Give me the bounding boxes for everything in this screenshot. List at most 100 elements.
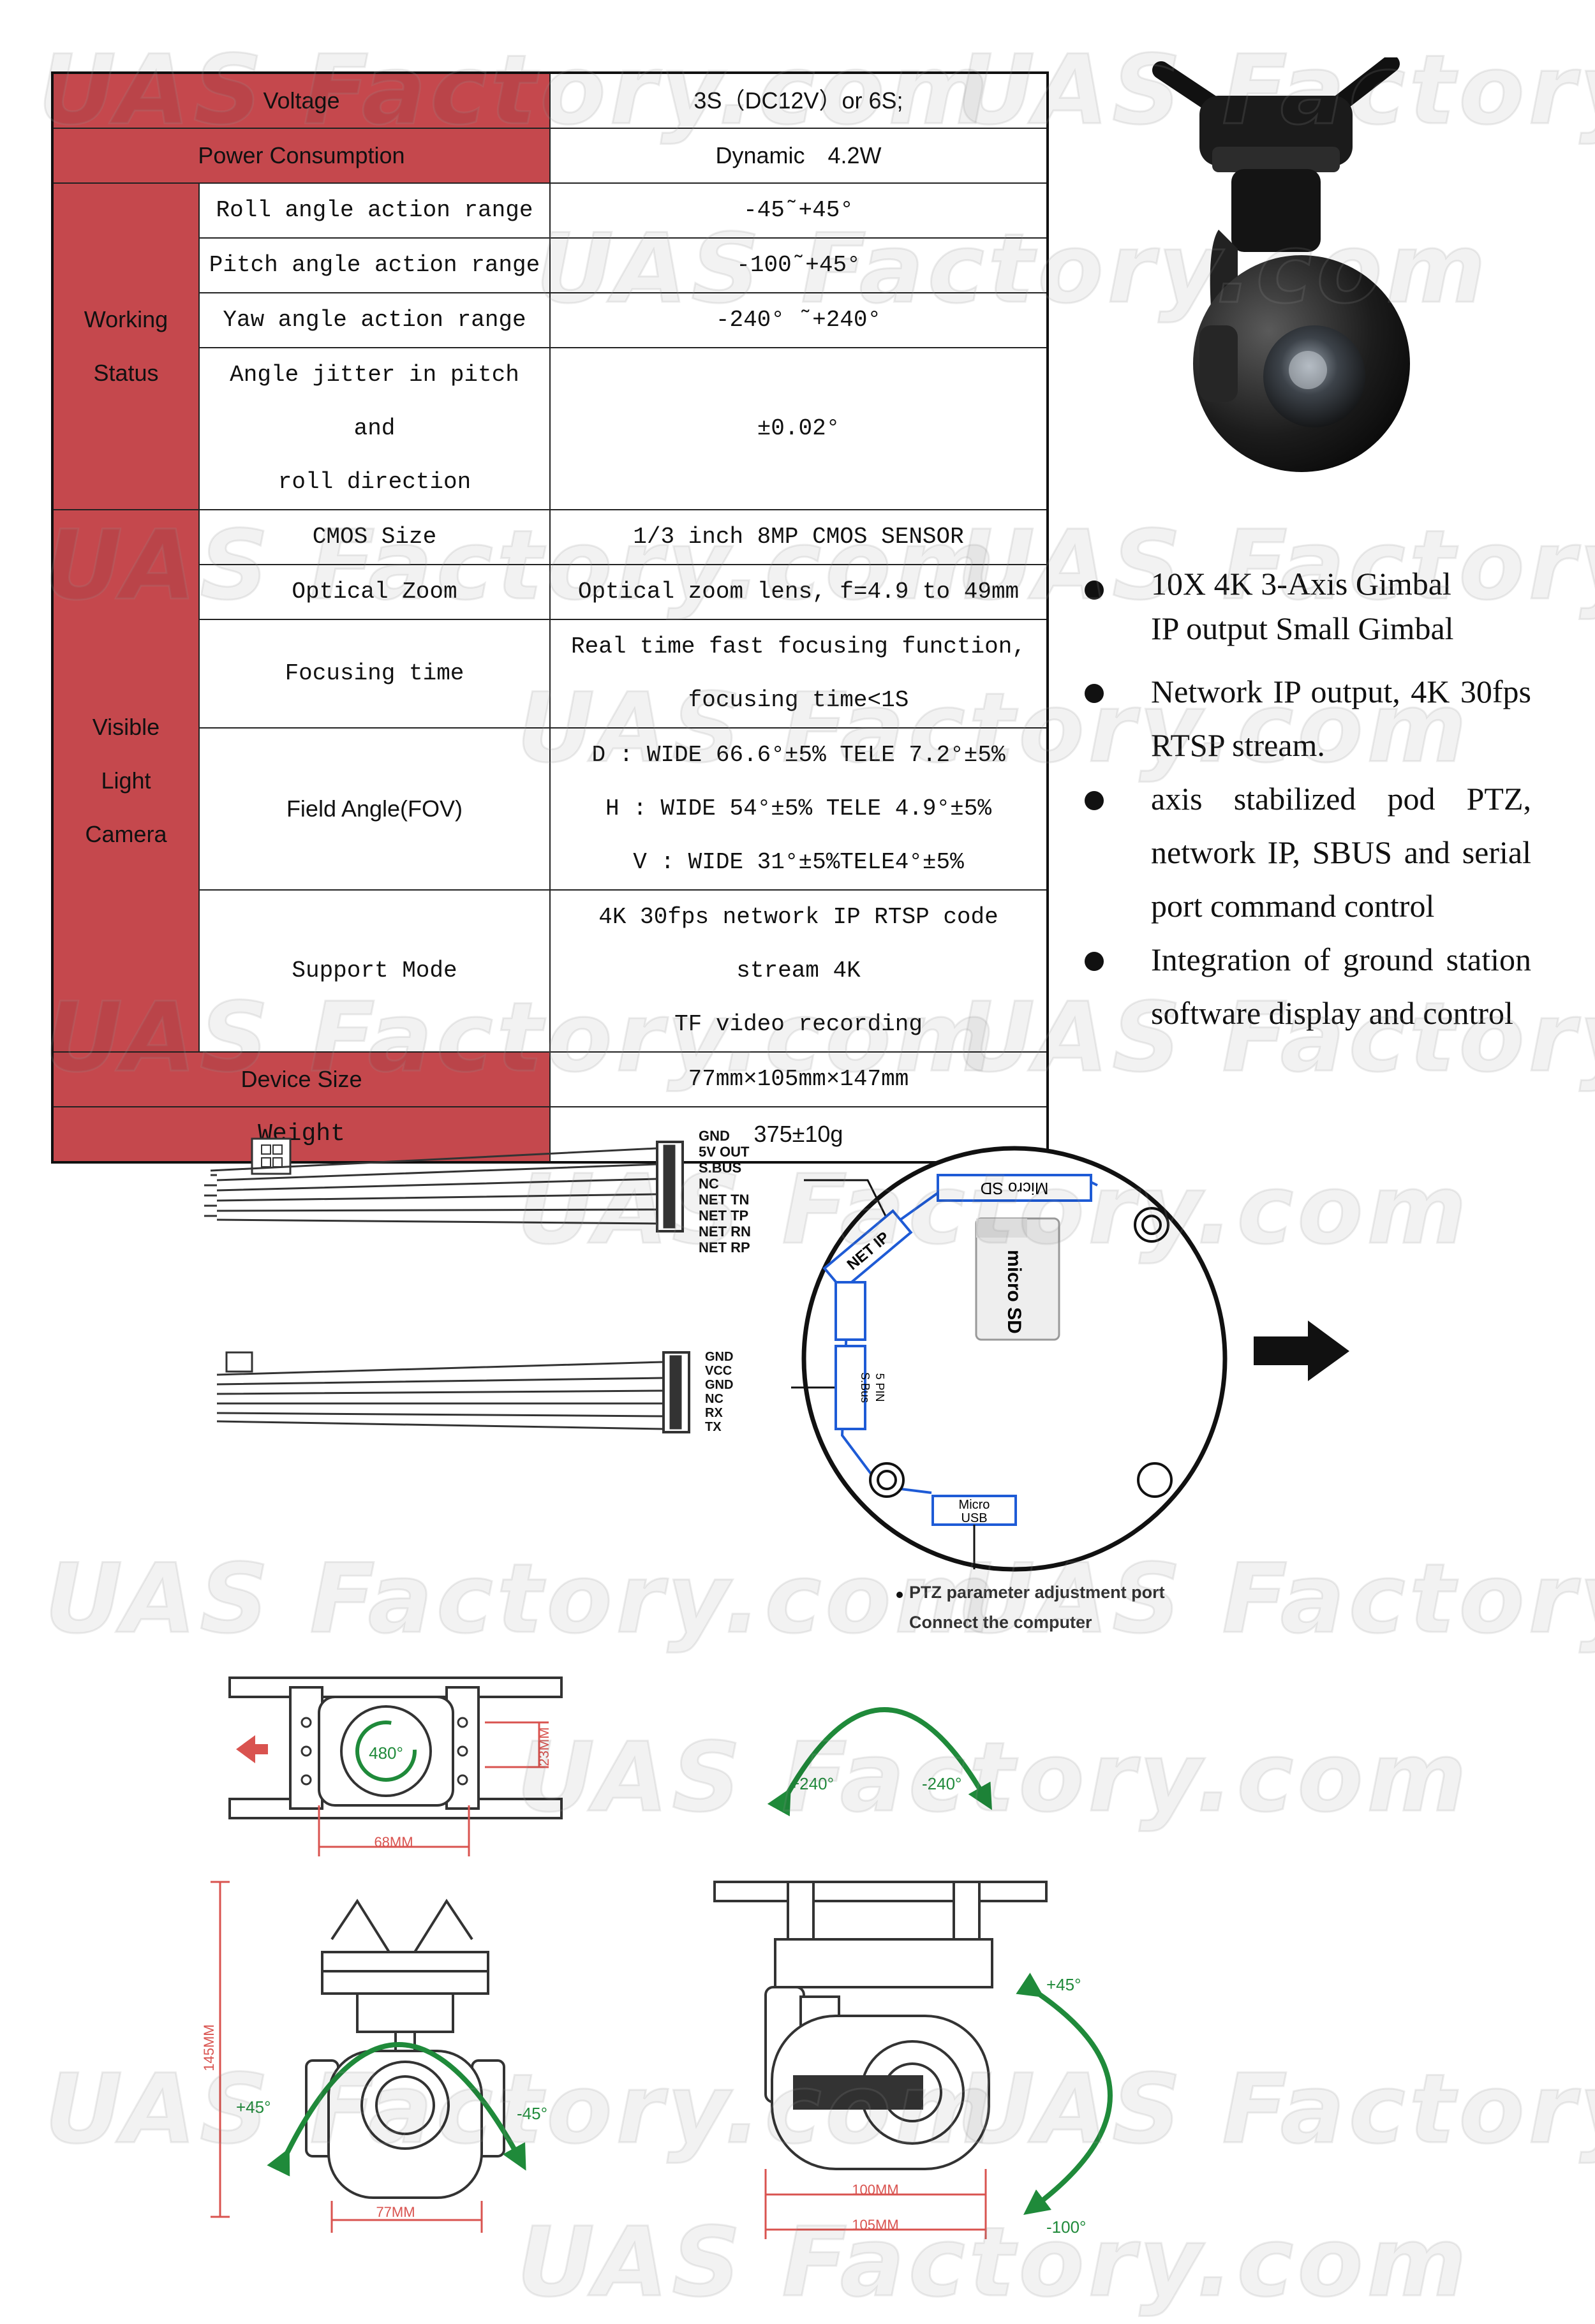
cable1-pin-label: S.BUS (699, 1160, 741, 1176)
fov-row: Field Angle(FOV) D : WIDE 66.6°±5% TELE … (52, 727, 1048, 891)
working-status-line2: Status (93, 360, 159, 386)
voltage-label: Voltage (52, 72, 551, 129)
voltage-value: 3S（DC12V）or 6S; (549, 72, 1048, 129)
voltage-row: Voltage 3S（DC12V）or 6S; (52, 72, 1048, 129)
feature-item-4: Integration of ground station software d… (1085, 933, 1531, 1040)
roll-value: -45˜+45° (549, 182, 1048, 239)
focus-row: Focusing time Real time fast focusing fu… (52, 619, 1048, 729)
cable1-pin-label: 5V OUT (699, 1144, 750, 1160)
cable2-pin-label: NC (705, 1392, 723, 1406)
size-value: 77mm×105mm×147mm (549, 1051, 1048, 1107)
focus-label: Focusing time (198, 619, 551, 729)
feature-2-text: Network IP output, 4K 30fps RTSP stream. (1151, 674, 1531, 763)
power-row: Power Consumption Dynamic 4.2W (52, 128, 1048, 184)
power-label: Power Consumption (52, 128, 551, 184)
cable2-pin-label: TX (705, 1420, 722, 1434)
left-red-arrow-icon (236, 1735, 268, 1763)
micro-usb-label-line1: Micro (959, 1498, 990, 1512)
pitch-value: -100˜+45° (549, 237, 1048, 293)
yaw-positive-label: +240° (790, 1774, 834, 1793)
jitter-value: ±0.02° (549, 347, 1048, 510)
fov-value-line2: H : WIDE 54°±5% TELE 4.9°±5% (605, 796, 991, 822)
focus-value: Real time fast focusing function, focusi… (549, 619, 1048, 729)
cable1-pin-label: NET RN (699, 1224, 751, 1240)
height-23mm-label: 23MM (536, 1727, 552, 1766)
yaw-range-diagram: +240° -240° (767, 1707, 992, 1817)
pitch-positive-label: +45° (1046, 1975, 1081, 1994)
cable2-pin-label: GND (705, 1378, 733, 1392)
yaw-rotation-label: 480° (369, 1743, 403, 1763)
pitch-negative-label: -100° (1046, 2217, 1086, 2237)
right-arrow-icon (1254, 1321, 1349, 1381)
bullet-dot-icon (1085, 684, 1104, 703)
fov-label: Field Angle(FOV) (198, 727, 551, 891)
jitter-label: Angle jitter in pitch and roll direction (198, 347, 551, 510)
working-status-label: Working Status (52, 182, 200, 510)
cmos-label: CMOS Size (198, 509, 551, 565)
yaw-row: Yaw angle action range -240° ˜+240° (52, 292, 1048, 348)
working-status-line1: Working (84, 306, 168, 332)
fov-value-line1: D : WIDE 66.6°±5% TELE 7.2°±5% (591, 742, 1005, 768)
cable-1-pin-labels: GND 5V OUT S.BUS NC NET TN NET TP NET RN… (699, 1128, 751, 1255)
support-value-line1: 4K 30fps network IP RTSP code stream 4K (598, 904, 998, 984)
fov-value-line3: V : WIDE 31°±5%TELE4°±5% (633, 849, 964, 875)
bullet-dot-icon (1085, 791, 1104, 810)
feature-1-line2: IP output Small Gimbal (1151, 611, 1454, 646)
micro-usb-label-line2: USB (961, 1511, 987, 1525)
bullet-dot-icon (1085, 952, 1104, 971)
camera-line2: Light (101, 767, 151, 794)
weight-label: Weight (52, 1106, 551, 1163)
bullet-dot-icon (1085, 581, 1104, 600)
zoom-row: Optical Zoom Optical zoom lens, f=4.9 to… (52, 564, 1048, 620)
technical-diagrams: GND 5V OUT S.BUS NC NET TN NET TP NET RN… (201, 1128, 1349, 2239)
gimbal-photo (1152, 57, 1410, 472)
cable2-pin-label: RX (705, 1406, 723, 1420)
cable1-pin-label: NET TN (699, 1192, 749, 1208)
width-77mm-label: 77MM (376, 2204, 415, 2220)
pitch-label: Pitch angle action range (198, 237, 551, 293)
support-value-line2: TF video recording (674, 1011, 923, 1037)
power-value: Dynamic 4.2W (549, 128, 1048, 184)
feature-item-1: 10X 4K 3-Axis Gimbal IP output Small Gim… (1085, 561, 1531, 651)
micro-sd-card-label: micro SD (1004, 1250, 1025, 1334)
zoom-value: Optical zoom lens, f=4.9 to 49mm (549, 564, 1048, 620)
control-board-diagram: Micro SD NET IP 5 PIN S.Bus micro SD Mic… (791, 1146, 1228, 1632)
width-68mm-label: 68MM (374, 1834, 413, 1850)
cable-1-diagram (204, 1137, 684, 1232)
feature-1-line1: 10X 4K 3-Axis Gimbal (1151, 566, 1451, 602)
cmos-value: 1/3 inch 8MP CMOS SENSOR (549, 509, 1048, 565)
spec-table: Voltage 3S（DC12V）or 6S; Power Consumptio… (51, 71, 1049, 1164)
support-value: 4K 30fps network IP RTSP code stream 4K … (549, 889, 1048, 1053)
roll-row: Working Status Roll angle action range -… (52, 182, 1048, 510)
size-row: Device Size 77mm×105mm×147mm (52, 1051, 1048, 1107)
support-label: Support Mode (198, 889, 551, 1053)
cmos-row: Visible Light Camera CMOS Size 1/3 inch … (52, 509, 1048, 1053)
feature-list: 10X 4K 3-Axis Gimbal IP output Small Gim… (1085, 561, 1531, 1040)
connect-computer-note: Connect the computer (909, 1613, 1092, 1632)
support-row: Support Mode 4K 30fps network IP RTSP co… (52, 889, 1048, 1053)
cable1-pin-label: GND (699, 1128, 730, 1144)
feature-4-text: Integration of ground station software d… (1151, 942, 1531, 1031)
front-view-diagram (211, 1881, 526, 2233)
cable2-pin-label: VCC (705, 1364, 732, 1378)
micro-sd-slot-label: Micro SD (981, 1179, 1049, 1198)
feature-3-text: axis stabilized pod PTZ, network IP, SBU… (1151, 781, 1531, 924)
camera-line3: Camera (85, 821, 167, 847)
cable-2-pin-labels: GND VCC GND NC RX TX (705, 1350, 733, 1434)
feature-item-2: Network IP output, 4K 30fps RTSP stream. (1085, 665, 1531, 772)
jitter-label-line1: Angle jitter in pitch and (230, 362, 519, 441)
camera-line1: Visible (92, 714, 160, 740)
focus-value-line1: Real time fast focusing function, (571, 633, 1026, 660)
roll-label: Roll angle action range (198, 182, 551, 239)
yaw-value: -240° ˜+240° (549, 292, 1048, 348)
weight-row: Weight 375±10g (52, 1106, 1048, 1163)
zoom-label: Optical Zoom (198, 564, 551, 620)
jitter-row: Angle jitter in pitch and roll direction… (52, 347, 1048, 510)
width-105mm-label: 105MM (852, 2217, 898, 2233)
yaw-label: Yaw angle action range (198, 292, 551, 348)
cable1-pin-label: NET TP (699, 1208, 748, 1224)
size-label: Device Size (52, 1051, 551, 1107)
fov-value: D : WIDE 66.6°±5% TELE 7.2°±5% H : WIDE … (549, 727, 1048, 891)
5pin-port-label-line2: S.Bus (859, 1372, 872, 1403)
roll-negative-label: -45° (517, 2104, 547, 2123)
